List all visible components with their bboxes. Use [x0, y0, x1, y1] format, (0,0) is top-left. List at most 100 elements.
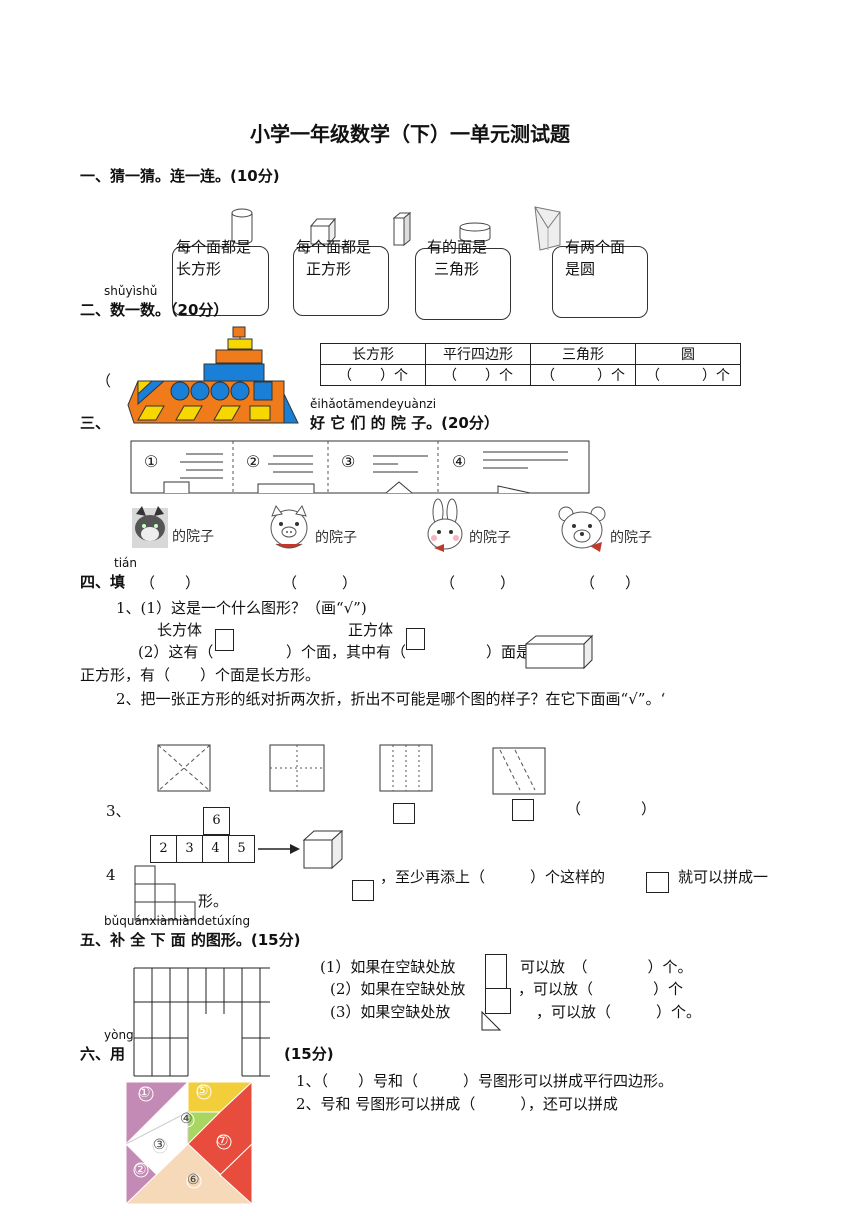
cat-icon — [132, 506, 168, 548]
question-3: 3、 — [106, 802, 131, 820]
cube-icon — [309, 217, 337, 246]
section-3-heading: 好 它 们 的 院 子。(20分） — [310, 414, 499, 432]
answer-paren[interactable]: （ ） — [282, 574, 358, 592]
answer-box[interactable] — [393, 803, 415, 824]
question-1b-part: ）面是 — [486, 643, 532, 661]
yard-number: ③ — [341, 452, 356, 471]
net-face: 3 — [176, 835, 203, 863]
fold-option-vertical — [379, 744, 433, 792]
option-cube: 正方体 — [348, 621, 394, 639]
table-cell[interactable]: （ ）个 — [530, 364, 636, 386]
question-1b-part: ）个面，其中有（ — [286, 643, 407, 661]
checkbox-cube[interactable] — [406, 628, 425, 650]
tangram — [124, 1080, 254, 1206]
question-4: 4 — [106, 866, 116, 884]
grid-with-gap — [133, 967, 270, 1077]
card-prism[interactable] — [415, 248, 511, 320]
sec6-question-2: 2、号和 号图形可以拼成（ ），还可以拼成 — [296, 1095, 618, 1113]
tangram-piece-label: ⑦ — [216, 1133, 229, 1149]
arrow-to-cube — [258, 829, 344, 870]
answer-paren[interactable]: （ ） — [566, 800, 657, 818]
question-4-end: 形。 — [198, 892, 229, 910]
question-1b-cont: 正方形，有（ ）个面是长方形。 — [80, 666, 321, 684]
net-face: 2 — [150, 835, 177, 863]
card-text: 每个面都是 — [296, 238, 372, 256]
paren-text: （ — [96, 372, 112, 390]
section-3-pinyin: ěihǎotāmendeyuànzi — [310, 397, 437, 411]
section-3-heading-prefix: 三、 — [80, 414, 111, 432]
cube-stack-drawing — [134, 865, 196, 921]
question-1a: 1、(1）这是一个什么图形？（画“√”) — [116, 599, 367, 617]
answer-box[interactable] — [352, 880, 374, 901]
table-cell[interactable]: （ ）个 — [320, 364, 426, 386]
sec5-line3-b: ，可以放（ ）个。 — [536, 1003, 702, 1021]
tangram-piece-label: ③ — [153, 1137, 166, 1153]
table-header: 圆 — [635, 343, 741, 365]
answer-paren[interactable]: （ ） — [140, 574, 201, 592]
yard-number: ④ — [452, 452, 467, 471]
tangram-piece-label: ④ — [180, 1111, 193, 1127]
question-4-tail: 就可以拼成一 — [678, 868, 769, 886]
yard-number: ① — [144, 452, 159, 471]
tangram-piece-label: ② — [134, 1162, 147, 1178]
section-6-pinyin: yòng — [104, 1028, 134, 1042]
card-text: 长方形 — [176, 260, 222, 278]
pig-icon — [270, 504, 308, 549]
table-cell[interactable]: （ ）个 — [425, 364, 531, 386]
sec6-question-1: 1、（ ）号和（ ）号图形可以拼成平行四边形。 — [296, 1072, 674, 1090]
table-header: 三角形 — [530, 343, 636, 365]
card-text: 有的面是 — [427, 238, 488, 256]
sec5-line1: (1）如果在空缺处放 — [320, 958, 456, 976]
fold-option-diagonal — [492, 747, 546, 795]
yard-label: 的院子 — [172, 529, 214, 545]
yards-diagram — [130, 440, 590, 494]
shape-count-table: 长方形 平行四边形 三角形 圆 （ ）个 （ ）个 （ ）个 （ ）个 — [320, 343, 741, 386]
ship-illustration — [127, 326, 299, 424]
question-1b-part: (2）这有（ — [138, 643, 214, 661]
section-5-heading: 五、补 全 下 面 的图形。(15分) — [80, 931, 301, 949]
section-4-pinyin: tián — [114, 556, 137, 570]
yard-label: 的院子 — [469, 530, 511, 546]
section-6-heading: (15分) — [284, 1045, 334, 1063]
page-title: 小学一年级数学（下）一单元测试题 — [250, 122, 570, 146]
table-cell[interactable]: （ ）个 — [635, 364, 741, 386]
short-cylinder-icon — [459, 222, 491, 243]
table-header: 平行四边形 — [425, 343, 531, 365]
section-4-heading: 四、填 — [80, 573, 126, 591]
solids-illustrations — [231, 206, 561, 251]
net-face: 5 — [228, 835, 255, 863]
bear-icon — [558, 506, 606, 552]
question-4-text: ，至少再添上（ ）个这样的 — [380, 868, 606, 886]
answer-box[interactable] — [512, 799, 534, 821]
sec5-line3: (3）如果空缺处放 — [330, 1003, 451, 1021]
yard-label: 的院子 — [315, 530, 357, 546]
fold-option-x — [157, 744, 211, 792]
sec5-line2: (2）如果在空缺处放 — [330, 980, 466, 998]
answer-paren[interactable]: （ ） — [580, 574, 641, 592]
card-cube[interactable] — [293, 246, 389, 316]
tangram-piece-label: ⑤ — [196, 1083, 209, 1099]
section-2-pinyin: shǔyìshǔ — [104, 284, 158, 298]
cuboid-drawing — [524, 634, 594, 670]
cuboid-icon — [392, 211, 412, 247]
square-icon — [485, 988, 511, 1014]
card-text: 有两个面 — [565, 238, 626, 256]
card-cylinder[interactable] — [552, 246, 648, 318]
card-text: 三角形 — [434, 260, 480, 278]
cylinder-icon — [231, 208, 253, 245]
fold-option-cross — [269, 744, 325, 792]
card-text: 正方形 — [306, 260, 352, 278]
folding-options — [157, 744, 546, 795]
card-cuboid[interactable] — [172, 246, 269, 316]
table-header: 长方形 — [320, 343, 426, 365]
tangram-piece-label: ⑥ — [187, 1172, 200, 1188]
triangle-icon — [481, 1010, 502, 1031]
tall-rect-icon — [485, 954, 507, 990]
tangram-piece-label: ① — [138, 1085, 151, 1101]
yard-label: 的院子 — [610, 530, 652, 546]
net-face: 6 — [203, 807, 230, 835]
answer-paren[interactable]: （ ） — [440, 574, 516, 592]
section-2-heading: 二、数一数。（20分） — [80, 301, 229, 319]
section-6-heading-prefix: 六、用 — [80, 1045, 126, 1063]
checkbox-cuboid[interactable] — [215, 629, 234, 651]
